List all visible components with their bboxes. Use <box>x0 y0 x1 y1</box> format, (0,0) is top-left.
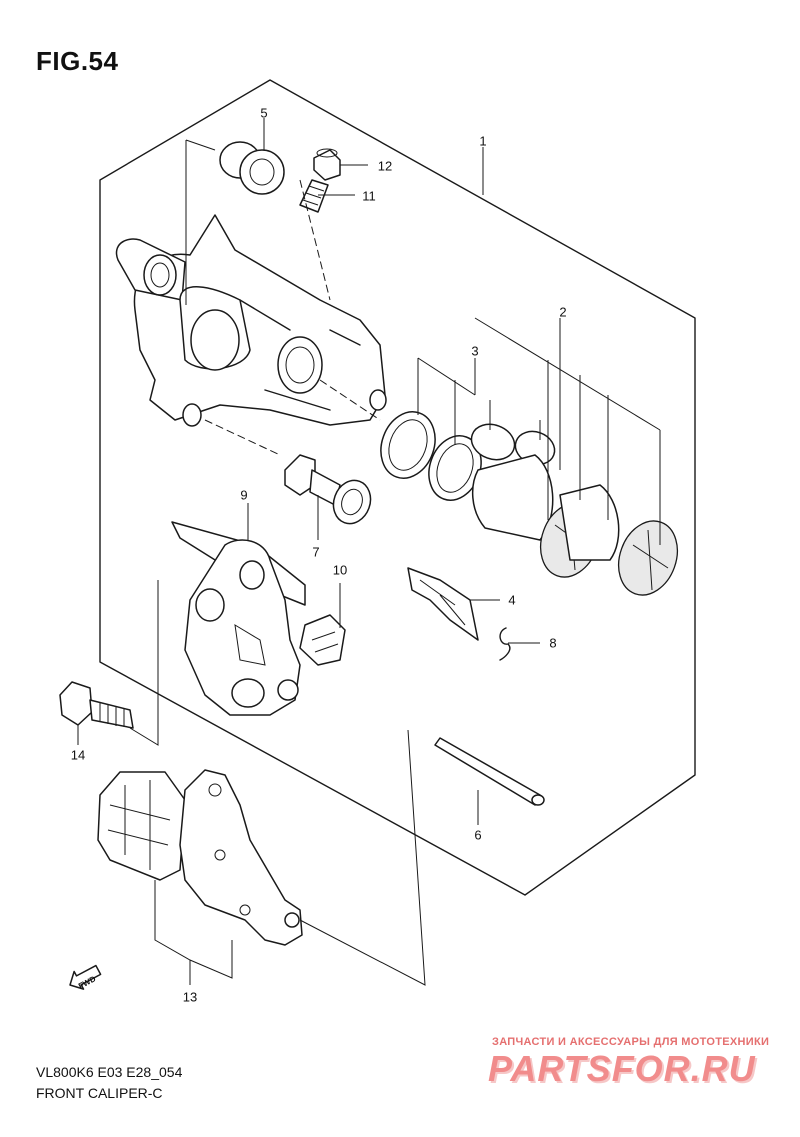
callout-2: 2 <box>559 304 567 320</box>
bleeder-valve-icon <box>299 179 329 213</box>
callout-5: 5 <box>260 105 268 121</box>
leader-lines <box>77 118 661 986</box>
callout-4: 4 <box>508 592 516 608</box>
watermark-tagline: ЗАПЧАСТИ И АКСЕССУАРЫ ДЛЯ МОТОТЕХНИКИ <box>492 1036 770 1048</box>
callout-10: 10 <box>332 562 348 578</box>
caliper-body-icon <box>115 214 387 427</box>
watermark-brand: PARTSFOR.RU <box>488 1048 756 1089</box>
callout-13: 13 <box>182 989 198 1005</box>
mounting-bolt-icon <box>59 681 134 729</box>
assembly-frame <box>99 79 696 896</box>
seal-rings-icon <box>380 411 556 501</box>
piston-icon <box>471 454 678 596</box>
callout-6: 6 <box>474 827 482 843</box>
bleeder-cap-icon <box>313 148 341 181</box>
retainer-clip-icon <box>499 627 511 661</box>
caliper-bracket-icon <box>171 521 306 716</box>
model-code: VL800K6 E03 E28_054 <box>36 1064 183 1080</box>
callout-11: 11 <box>362 188 376 204</box>
callout-3: 3 <box>471 343 479 359</box>
figure-caption: FRONT CALIPER-C <box>36 1085 163 1101</box>
sleeve-bolt-icon <box>284 454 372 525</box>
dust-boot-icon <box>219 141 285 195</box>
alignment-axes <box>204 179 381 456</box>
callout-8: 8 <box>549 635 557 651</box>
callout-1: 1 <box>479 133 487 149</box>
figure-title: FIG.54 <box>36 46 119 76</box>
callout-12: 12 <box>377 158 393 174</box>
pad-pin-icon <box>434 737 545 806</box>
forward-arrow-icon <box>69 964 102 990</box>
callout-7: 7 <box>312 544 320 560</box>
callout-9: 9 <box>240 487 248 503</box>
brake-pad-set-icon <box>97 769 303 946</box>
pad-spring-icon <box>407 567 479 641</box>
callout-14: 14 <box>70 747 86 763</box>
pin-clip-icon <box>299 614 346 666</box>
